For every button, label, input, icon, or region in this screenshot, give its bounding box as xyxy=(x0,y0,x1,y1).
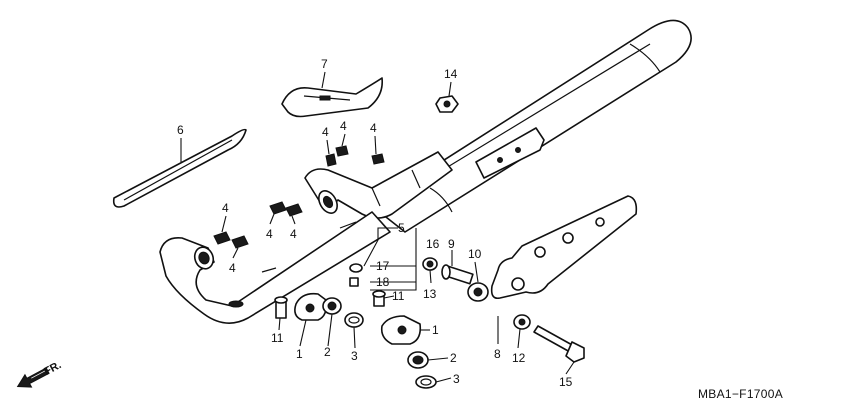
heat-shield-upper xyxy=(281,77,384,118)
callout-8: 8 xyxy=(494,347,501,361)
callout-3b: 3 xyxy=(453,372,460,386)
bolt-9 xyxy=(441,264,474,285)
bolt-18 xyxy=(349,277,359,287)
muffler xyxy=(371,19,692,233)
washer-12 xyxy=(513,314,531,330)
callout-7: 7 xyxy=(321,57,328,71)
callouts: 7 6 14 4 4 4 4 4 4 4 5 16 17 18 9 10 13 … xyxy=(177,57,573,389)
muffler-bracket xyxy=(490,195,638,300)
clip-group xyxy=(213,145,385,249)
rear-exhaust-pipe xyxy=(304,151,453,219)
callout-4f: 4 xyxy=(290,227,297,241)
callout-4e: 4 xyxy=(266,227,273,241)
callout-13: 13 xyxy=(423,287,437,301)
bushing-10 xyxy=(467,282,489,302)
callout-15: 15 xyxy=(559,375,573,389)
gasket-3a xyxy=(344,312,364,328)
callout-4d: 4 xyxy=(222,201,229,215)
callout-16: 16 xyxy=(426,237,440,251)
heat-shield-lower xyxy=(112,128,247,208)
nut-14 xyxy=(435,95,459,113)
callout-11b: 11 xyxy=(392,289,405,303)
collar-2a xyxy=(322,297,342,315)
front-exhaust-pipe xyxy=(159,211,391,324)
flange-1a xyxy=(294,292,328,321)
callout-11a: 11 xyxy=(271,331,284,345)
callout-4g: 4 xyxy=(229,261,236,275)
stud-11b xyxy=(372,290,386,307)
callout-17: 17 xyxy=(376,259,390,273)
gasket-3b xyxy=(415,375,437,389)
arrow-icon xyxy=(16,367,50,388)
nut-13 xyxy=(422,257,438,271)
diagram-code: MBA1−F1700A xyxy=(698,387,783,401)
callout-1b: 1 xyxy=(432,323,439,337)
callout-1a: 1 xyxy=(296,347,303,361)
callout-2b: 2 xyxy=(450,351,457,365)
collar-2b xyxy=(407,351,429,369)
callout-6: 6 xyxy=(177,123,184,137)
callout-4a: 4 xyxy=(322,125,329,139)
bolt-15 xyxy=(533,325,585,363)
stud-11a xyxy=(274,296,288,319)
front-direction-indicator: FR. xyxy=(16,359,63,388)
flange-1b xyxy=(380,315,422,345)
callout-14: 14 xyxy=(444,67,458,81)
callout-5: 5 xyxy=(398,221,405,235)
callout-18: 18 xyxy=(376,275,390,289)
callout-4b: 4 xyxy=(340,119,347,133)
callout-2a: 2 xyxy=(324,345,331,359)
callout-10: 10 xyxy=(468,247,482,261)
callout-4c: 4 xyxy=(370,121,377,135)
callout-12: 12 xyxy=(512,351,526,365)
washer-17 xyxy=(349,263,363,273)
direction-label: FR. xyxy=(42,359,63,378)
callout-3a: 3 xyxy=(351,349,358,363)
callout-9: 9 xyxy=(448,237,455,251)
leader-lines xyxy=(180,71,575,383)
